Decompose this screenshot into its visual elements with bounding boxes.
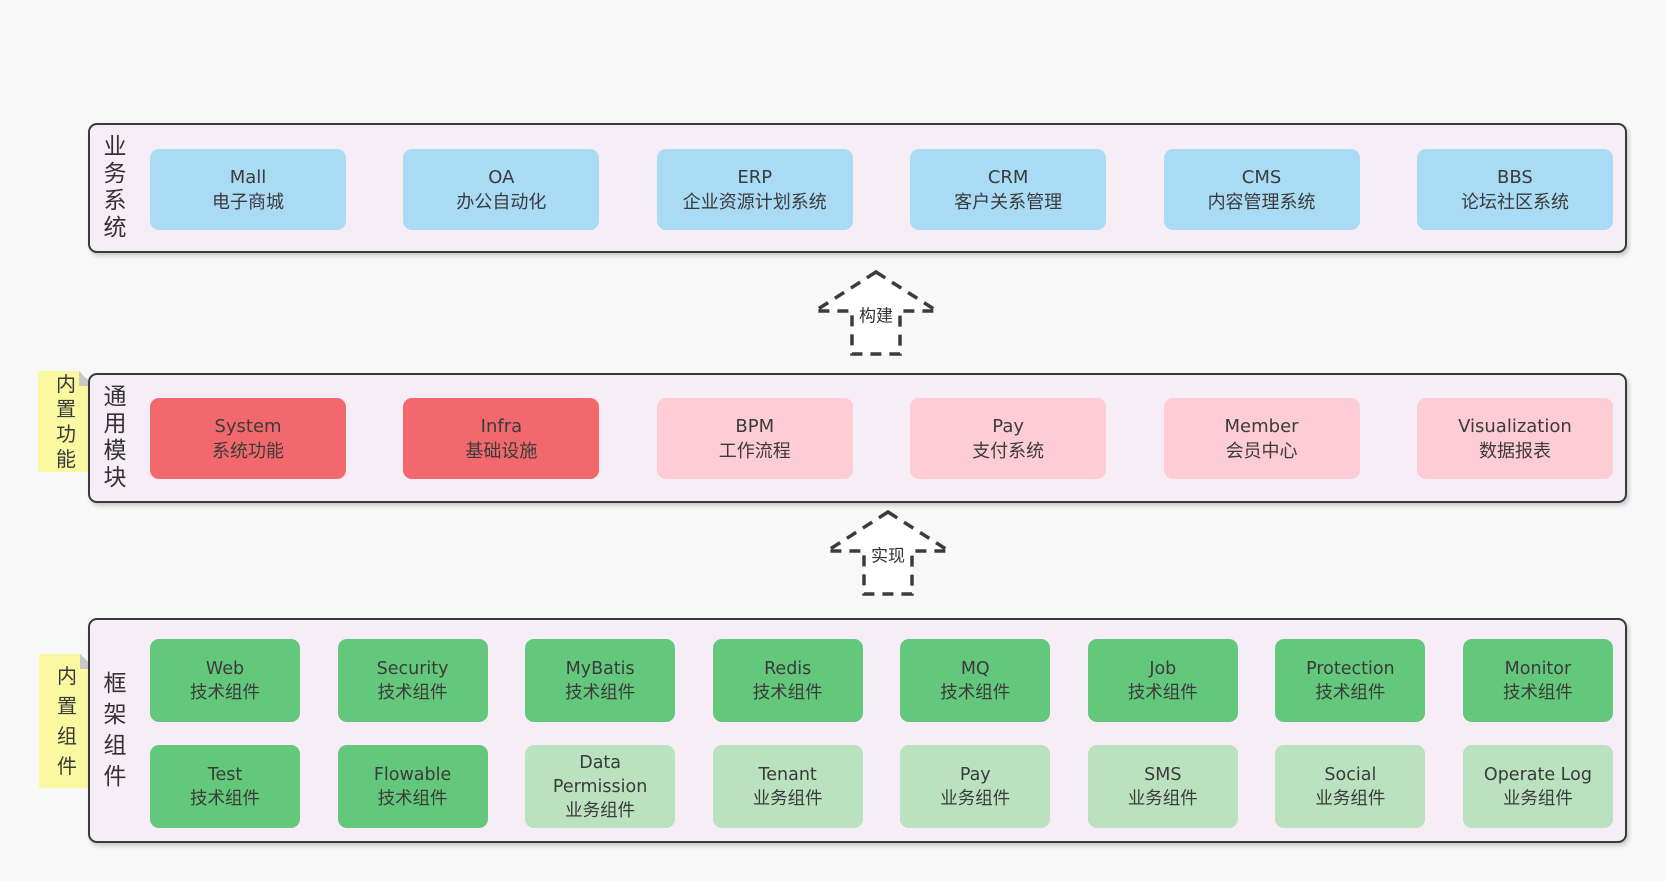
builtin-components-note-label: 内置组件 [57,664,77,778]
box-mybatis: MyBatis 技术组件 [525,639,676,722]
common-modules-band: 通用模块 System 系统功能 Infra 基础设施 BPM 工作流程 Pay… [88,373,1627,503]
box-job: Job 技术组件 [1087,639,1238,722]
implement-arrow-label: 实现 [868,541,908,567]
box-operate-log: Operate Log 业务组件 [1462,745,1613,828]
box-monitor: Monitor 技术组件 [1462,639,1613,722]
framework-components-band-label: 框架组件 [103,670,127,790]
box-protection: Protection 技术组件 [1275,639,1426,722]
framework-components-row-1: Web 技术组件 Security 技术组件 MyBatis 技术组件 Redi… [150,639,1613,722]
box-test: Test 技术组件 [150,745,300,828]
box-flowable: Flowable 技术组件 [337,745,488,828]
box-infra: Infra 基础设施 [403,398,600,479]
builtin-functions-note-label: 内置功能 [56,371,76,471]
box-tenant: Tenant 业务组件 [712,745,863,828]
box-pay-component: Pay 业务组件 [900,745,1051,828]
box-security: Security 技术组件 [337,639,488,722]
box-erp: ERP 企业资源计划系统 [656,149,853,230]
business-systems-band: 业务系统 Mall 电子商城 OA 办公自动化 ERP 企业资源计划系统 CRM… [88,123,1627,253]
box-mq: MQ 技术组件 [900,639,1051,722]
box-sms: SMS 业务组件 [1087,745,1238,828]
box-bpm: BPM 工作流程 [656,398,853,479]
box-crm: CRM 客户关系管理 [910,149,1107,230]
box-web: Web 技术组件 [150,639,300,722]
builtin-functions-note: 内置功能 [38,371,94,472]
build-arrow-label: 构建 [856,301,896,327]
box-visualization: Visualization 数据报表 [1416,398,1613,479]
box-social: Social 业务组件 [1275,745,1426,828]
build-arrow-icon: 构建 [812,269,940,357]
common-modules-band-label: 通用模块 [103,384,127,491]
common-modules-row: System 系统功能 Infra 基础设施 BPM 工作流程 Pay 支付系统… [150,398,1613,479]
implement-arrow-icon: 实现 [824,509,952,597]
box-data-permission: Data Permission 业务组件 [525,745,676,828]
box-cms: CMS 内容管理系统 [1163,149,1360,230]
box-member: Member 会员中心 [1163,398,1360,479]
business-systems-row: Mall 电子商城 OA 办公自动化 ERP 企业资源计划系统 CRM 客户关系… [150,149,1613,230]
box-redis: Redis 技术组件 [712,639,863,722]
box-pay-module: Pay 支付系统 [910,398,1107,479]
box-mall: Mall 电子商城 [150,149,346,230]
framework-components-row-2: Test 技术组件 Flowable 技术组件 Data Permission … [150,745,1613,828]
box-system: System 系统功能 [150,398,346,479]
builtin-components-note: 内置组件 [39,654,95,788]
framework-components-band: 框架组件 Web 技术组件 Security 技术组件 MyBatis 技术组件… [88,618,1627,843]
business-systems-band-label: 业务系统 [103,134,127,241]
box-oa: OA 办公自动化 [403,149,600,230]
box-bbs: BBS 论坛社区系统 [1416,149,1613,230]
